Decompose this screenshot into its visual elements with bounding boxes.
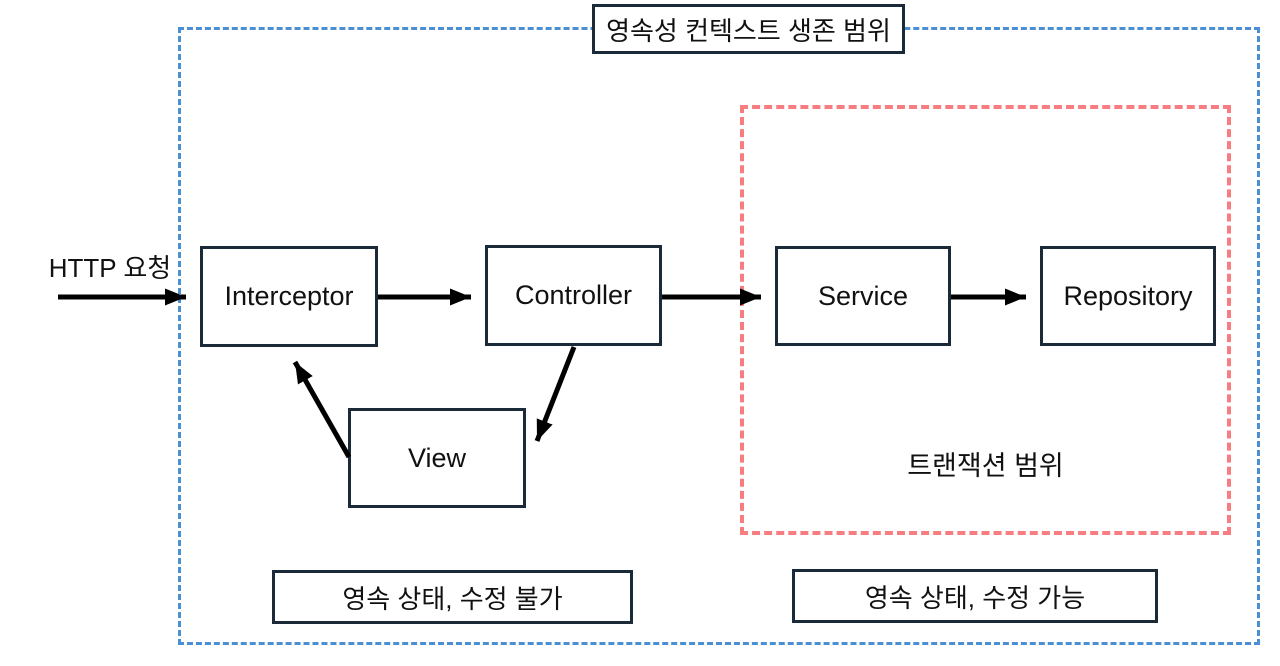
transaction-scope-boundary xyxy=(740,105,1231,535)
state-label-immutable: 영속 상태, 수정 불가 xyxy=(342,583,563,614)
node-view: View xyxy=(348,408,526,508)
node-interceptor: Interceptor xyxy=(200,246,378,347)
persistence-scope-title-box: 영속성 컨텍스트 생존 범위 xyxy=(592,4,905,54)
http-request-label: HTTP 요청 xyxy=(48,253,172,283)
node-repository-label: Repository xyxy=(1063,280,1193,311)
node-controller-label: Controller xyxy=(514,280,633,310)
node-repository: Repository xyxy=(1040,246,1216,346)
transaction-scope-label: 트랜잭션 범위 xyxy=(907,451,1064,481)
node-service-label: Service xyxy=(817,280,909,311)
state-label-mutable: 영속 상태, 수정 가능 xyxy=(864,582,1086,613)
persistence-scope-title: 영속성 컨텍스트 생존 범위 xyxy=(606,15,891,46)
state-box-mutable: 영속 상태, 수정 가능 xyxy=(792,569,1158,623)
state-box-immutable: 영속 상태, 수정 불가 xyxy=(272,570,633,624)
node-controller: Controller xyxy=(485,245,662,346)
node-service: Service xyxy=(775,246,951,346)
node-view-label: View xyxy=(407,442,467,473)
node-interceptor-label: Interceptor xyxy=(224,281,354,311)
